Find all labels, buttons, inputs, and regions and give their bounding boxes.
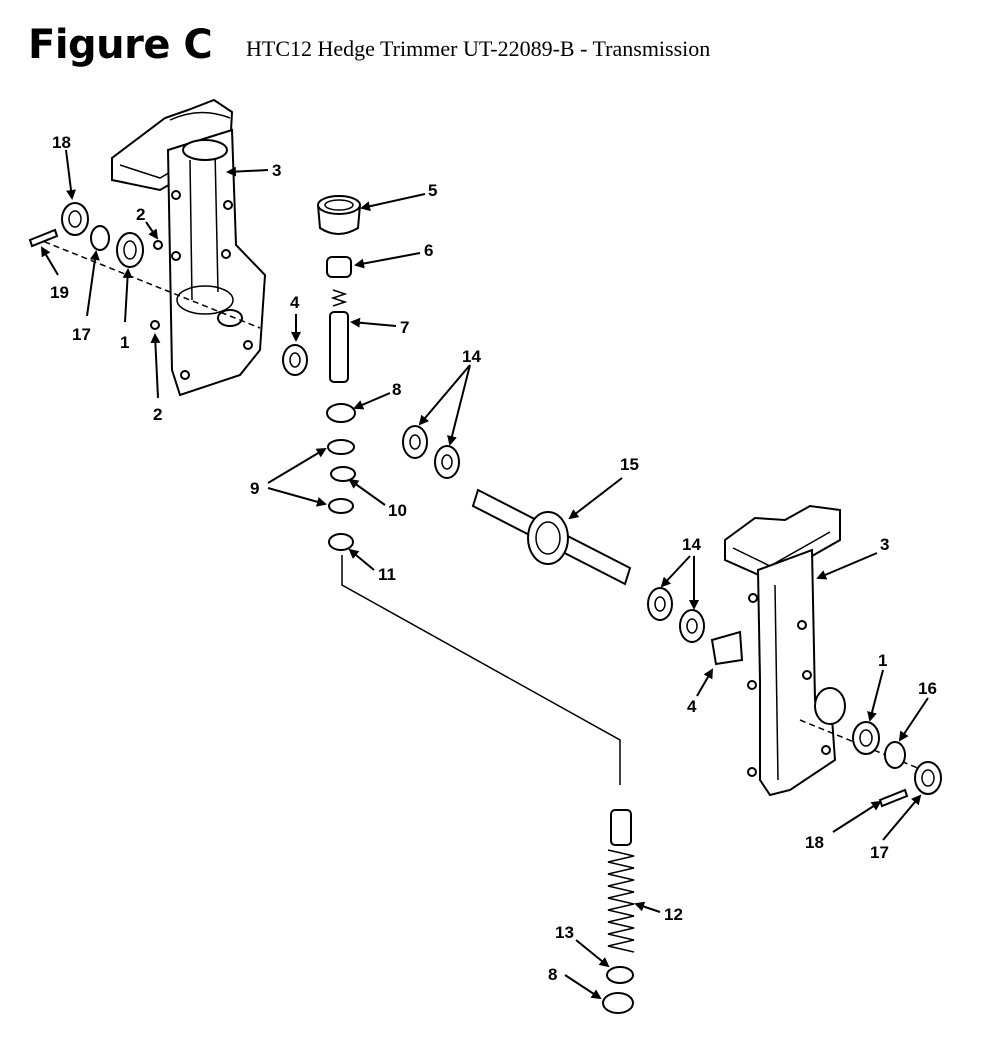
callout-7: 7 xyxy=(400,318,409,337)
part-4-bearing xyxy=(282,344,308,376)
part-16-nut xyxy=(884,741,906,769)
callout-8: 8 xyxy=(548,965,557,984)
callout-19: 19 xyxy=(50,283,69,302)
part-15-gear xyxy=(527,511,569,565)
part-10-ring xyxy=(330,466,356,482)
part-18-pin xyxy=(878,788,909,808)
part-17-nut xyxy=(90,225,110,251)
callout-18: 18 xyxy=(52,133,71,152)
callout-18: 18 xyxy=(805,833,824,852)
callout-14: 14 xyxy=(462,347,481,366)
center-vertical-stack xyxy=(317,195,621,785)
part-8-gear xyxy=(326,403,356,423)
leader-arrows xyxy=(40,149,929,1000)
part-14-bearing xyxy=(679,609,705,643)
callout-16: 16 xyxy=(918,679,937,698)
part-8-cap xyxy=(602,992,634,1014)
part-19-pin xyxy=(28,228,59,248)
part-5-cup xyxy=(317,195,361,215)
part-9-washer xyxy=(328,498,354,514)
callout-12: 12 xyxy=(664,905,683,924)
part-9-washer xyxy=(327,439,355,455)
part-4-bearing xyxy=(710,630,744,666)
callout-17: 17 xyxy=(72,325,91,344)
callout-5: 5 xyxy=(428,181,437,200)
callout-labels: 18 3 2 19 17 1 2 4 5 6 7 8 14 9 10 11 15… xyxy=(50,133,937,984)
part-6-bushing xyxy=(326,256,352,278)
left-small-parts xyxy=(28,202,308,376)
part-2-screw xyxy=(153,240,163,250)
callout-17: 17 xyxy=(870,843,889,862)
callout-14: 14 xyxy=(682,535,701,554)
part-1-seal xyxy=(852,721,880,755)
callout-2: 2 xyxy=(136,205,145,224)
part-11-bushing xyxy=(328,533,354,551)
callout-8: 8 xyxy=(392,380,401,399)
figure-title: HTC12 Hedge Trimmer UT-22089-B - Transmi… xyxy=(246,36,711,61)
callout-3: 3 xyxy=(880,535,889,554)
part-2-screw xyxy=(150,320,160,330)
part-14-bearing xyxy=(647,587,673,621)
figure-label: Figure C xyxy=(28,22,213,68)
part-18-left-bearing xyxy=(61,202,89,236)
part-14-bearing xyxy=(402,425,428,459)
part-14-bearing xyxy=(434,445,460,479)
part-7-shaft xyxy=(329,311,349,383)
callout-13: 13 xyxy=(555,923,574,942)
part-1-seal xyxy=(116,232,144,268)
right-gear-housing xyxy=(724,504,846,797)
callout-15: 15 xyxy=(620,455,639,474)
right-small-parts xyxy=(799,719,942,808)
drive-shaft-assembly xyxy=(402,425,744,666)
callout-3: 3 xyxy=(272,161,281,180)
part-17-bearing xyxy=(914,761,942,795)
left-gear-housing xyxy=(111,98,267,397)
callout-11: 11 xyxy=(378,565,396,584)
part-13-washer xyxy=(606,966,634,984)
callout-4: 4 xyxy=(687,697,697,716)
callout-9: 9 xyxy=(250,479,259,498)
callout-10: 10 xyxy=(388,501,407,520)
callout-2: 2 xyxy=(153,405,162,424)
callout-1: 1 xyxy=(878,651,887,670)
callout-1: 1 xyxy=(120,333,129,352)
spring-assembly xyxy=(602,809,635,1014)
callout-6: 6 xyxy=(424,241,433,260)
callout-4: 4 xyxy=(290,293,300,312)
